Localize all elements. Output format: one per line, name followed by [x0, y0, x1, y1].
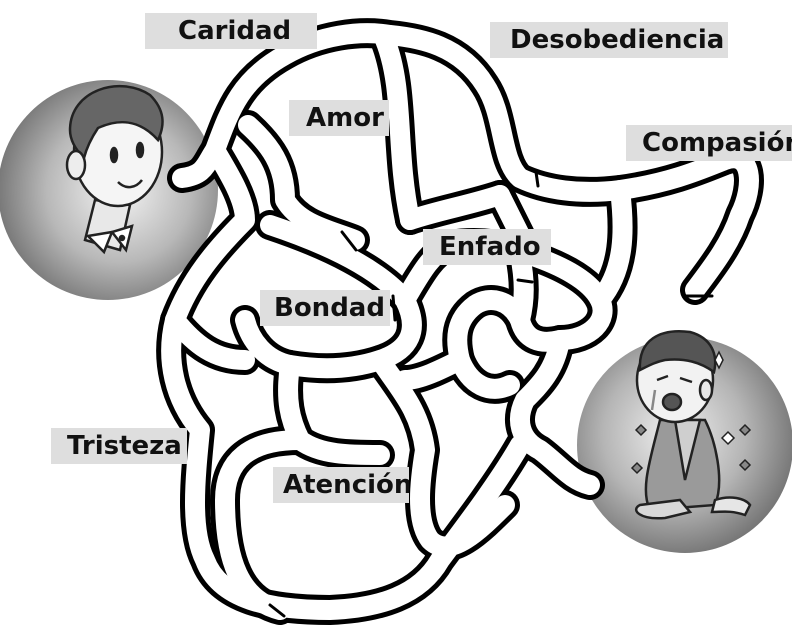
label-bondad: Bondad	[260, 290, 390, 326]
crying-boy-icon	[630, 330, 752, 520]
label-enfado: Enfado	[423, 229, 551, 265]
label-tristeza: Tristeza	[51, 428, 187, 464]
label-atencion: Atención	[273, 467, 409, 503]
label-caridad: Caridad	[145, 13, 317, 49]
label-amor: Amor	[289, 100, 389, 136]
smiling-boy-icon	[65, 85, 164, 255]
label-compasion: Compasión	[626, 125, 792, 161]
label-desobediencia: Desobediencia	[490, 22, 728, 58]
